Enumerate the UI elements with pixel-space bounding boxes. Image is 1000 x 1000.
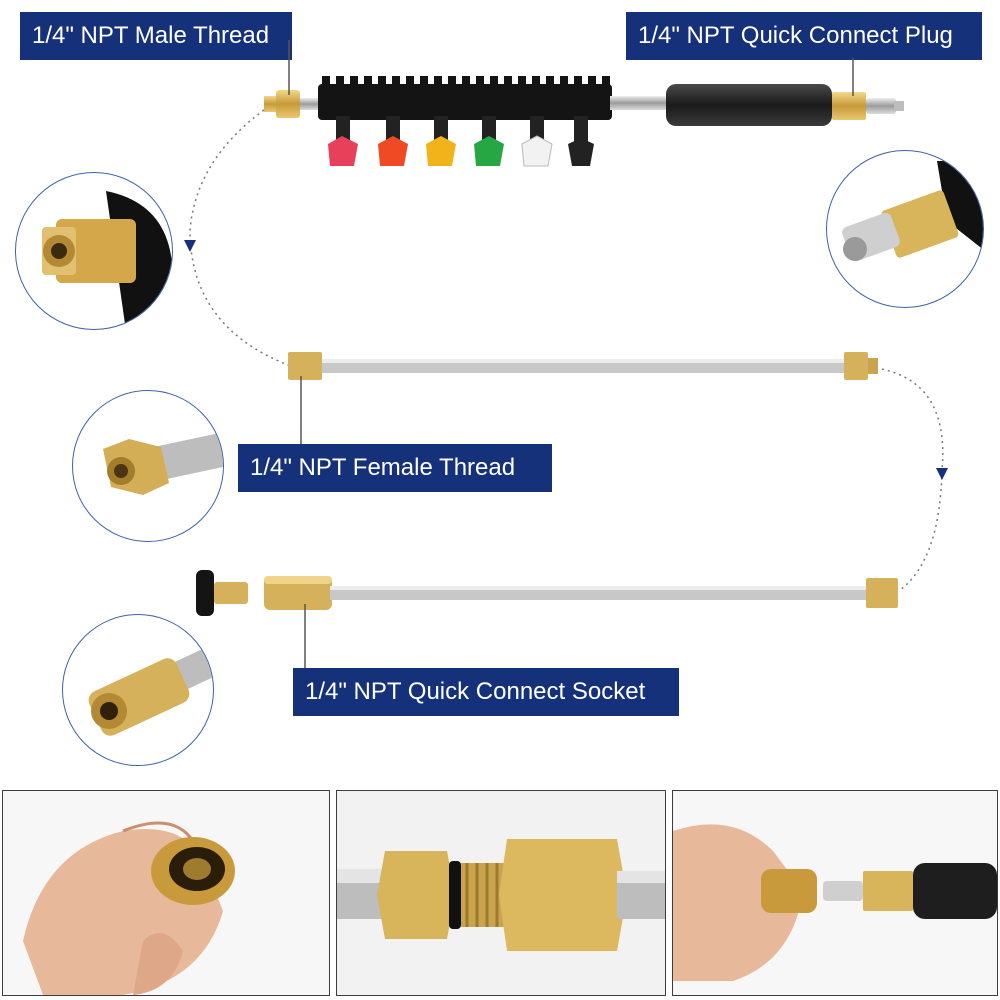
socket-leader-line: [304, 604, 306, 668]
hand-connecting-plug-panel: [672, 790, 998, 996]
quick-plug-detail-icon: [842, 161, 983, 262]
plug-leader-line: [852, 58, 854, 96]
quick-socket-detail-circle: [62, 614, 214, 766]
male-thread-label: 1/4" NPT Male Thread: [20, 12, 292, 60]
socket-rod-icon: [196, 570, 898, 616]
quick-connect-plug-label: 1/4" NPT Quick Connect Plug: [626, 12, 982, 60]
hand-holding-socket-panel: [2, 790, 330, 996]
quick-socket-detail-icon: [88, 643, 213, 736]
female-thread-leader-line: [300, 376, 302, 444]
extension-rod-icon: [288, 352, 878, 380]
wand-with-nozzles-icon: [264, 76, 904, 167]
thread-and-nut-panel: [336, 790, 666, 996]
quick-plug-detail-circle: [826, 150, 984, 308]
female-thread-label: 1/4" NPT Female Thread: [238, 444, 552, 492]
male-thread-detail-icon: [42, 191, 172, 329]
thread-and-nut-detail-icon: [337, 791, 665, 995]
quick-connect-socket-label: 1/4" NPT Quick Connect Socket: [293, 668, 679, 716]
male-thread-detail-circle: [15, 172, 173, 330]
male-thread-leader-line: [288, 40, 290, 95]
hand-connecting-plug-icon: [673, 791, 997, 995]
hand-holding-socket-icon: [3, 791, 329, 995]
female-thread-detail-circle: [72, 390, 224, 542]
female-thread-detail-icon: [103, 431, 223, 495]
dotted-connector-left: [184, 109, 297, 369]
dotted-connector-right: [875, 367, 948, 591]
